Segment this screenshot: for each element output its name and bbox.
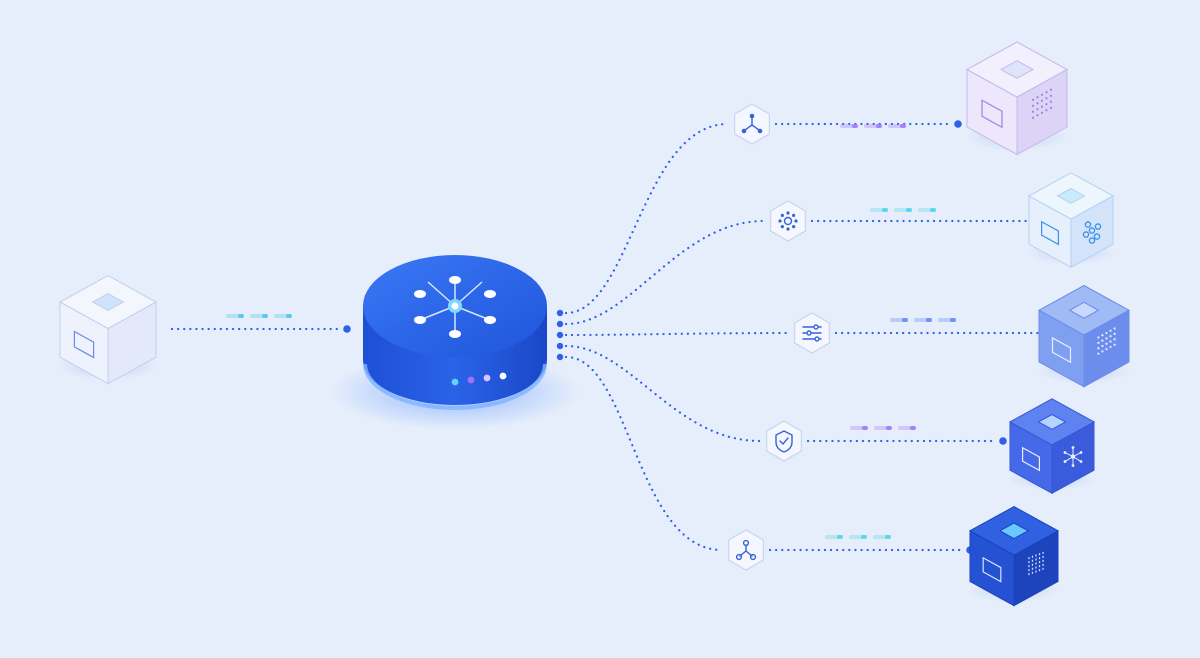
route-curve <box>564 219 766 326</box>
sliders-icon <box>802 324 822 342</box>
route-packets <box>850 426 916 430</box>
face-square <box>73 330 95 359</box>
face-square <box>1040 220 1060 246</box>
data-packets <box>226 124 956 539</box>
indicator-light <box>483 374 491 382</box>
spark-node-icon <box>1063 446 1083 467</box>
hub-port <box>556 309 564 317</box>
shield-check-badge <box>766 420 802 462</box>
ring-dots-badge <box>770 200 806 242</box>
indicator-light <box>451 378 459 386</box>
hub-glow-ring <box>363 363 547 410</box>
indicator-light <box>499 372 507 380</box>
target-cube-3 <box>1036 284 1132 388</box>
connection-links <box>170 120 1057 554</box>
hub-port <box>556 342 564 350</box>
face-square <box>1051 336 1072 364</box>
route-endpoint <box>999 437 1007 445</box>
target-cube-1 <box>964 41 1070 156</box>
hub-port <box>556 331 564 339</box>
indicator-lights <box>451 372 507 386</box>
ring-dots-icon <box>778 211 798 231</box>
dot-grid-icon <box>1031 88 1053 119</box>
route-packets <box>870 208 936 212</box>
hub-port <box>556 320 564 328</box>
link-endpoint <box>343 325 351 333</box>
target-cube-2 <box>1026 172 1116 269</box>
route-curve <box>564 331 790 337</box>
route-endpoint <box>954 120 962 128</box>
dot-grid-icon <box>1097 327 1116 355</box>
face-square <box>1021 446 1041 472</box>
face-square <box>981 99 1003 129</box>
route-packets <box>890 318 956 322</box>
node-tree-icon <box>735 539 757 561</box>
sliders-badge <box>794 312 830 354</box>
target-cube-4 <box>1007 398 1097 495</box>
node-tree-badge <box>728 529 764 571</box>
source-cube <box>57 275 159 385</box>
route-curve <box>564 344 762 443</box>
route-curve <box>564 355 724 552</box>
source-cube <box>57 275 159 385</box>
share-triangle-icon <box>741 113 763 134</box>
top-window <box>1068 301 1100 319</box>
top-window <box>1056 187 1086 204</box>
top-window <box>91 292 125 312</box>
top-window <box>1037 413 1067 430</box>
share-triangle-badge <box>734 103 770 145</box>
face-square <box>982 556 1002 583</box>
shield-check-icon <box>775 430 793 453</box>
cluster-icon <box>1082 221 1102 244</box>
source-packets <box>226 314 292 318</box>
routes <box>728 41 1132 607</box>
top-window <box>999 60 1035 79</box>
bars-icon <box>1028 551 1044 578</box>
route-packets <box>825 535 891 539</box>
hub-server <box>330 255 580 430</box>
hub-port <box>556 353 564 361</box>
indicator-light <box>467 376 475 384</box>
top-window <box>998 522 1030 540</box>
route-packets <box>840 124 906 128</box>
target-cube-5 <box>967 506 1061 607</box>
route-curve <box>564 122 730 315</box>
